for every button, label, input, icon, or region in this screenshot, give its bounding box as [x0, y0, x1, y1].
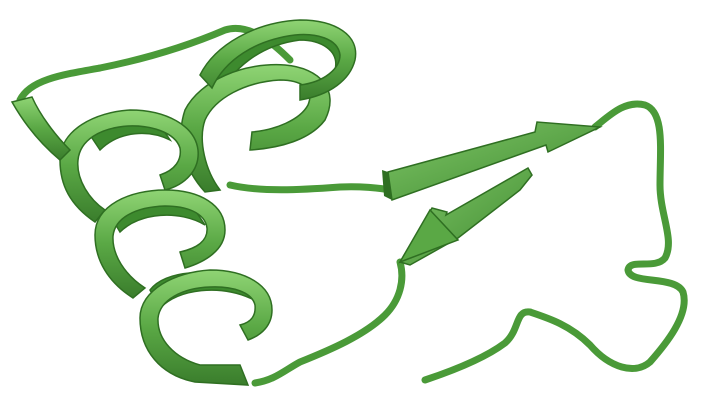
helix-nterm-cap [12, 97, 70, 160]
coil-helix-to-strand [230, 185, 390, 190]
coil-strand2-down [255, 262, 402, 383]
beta-sheet [382, 122, 600, 265]
helix-turn-4 [140, 270, 272, 385]
